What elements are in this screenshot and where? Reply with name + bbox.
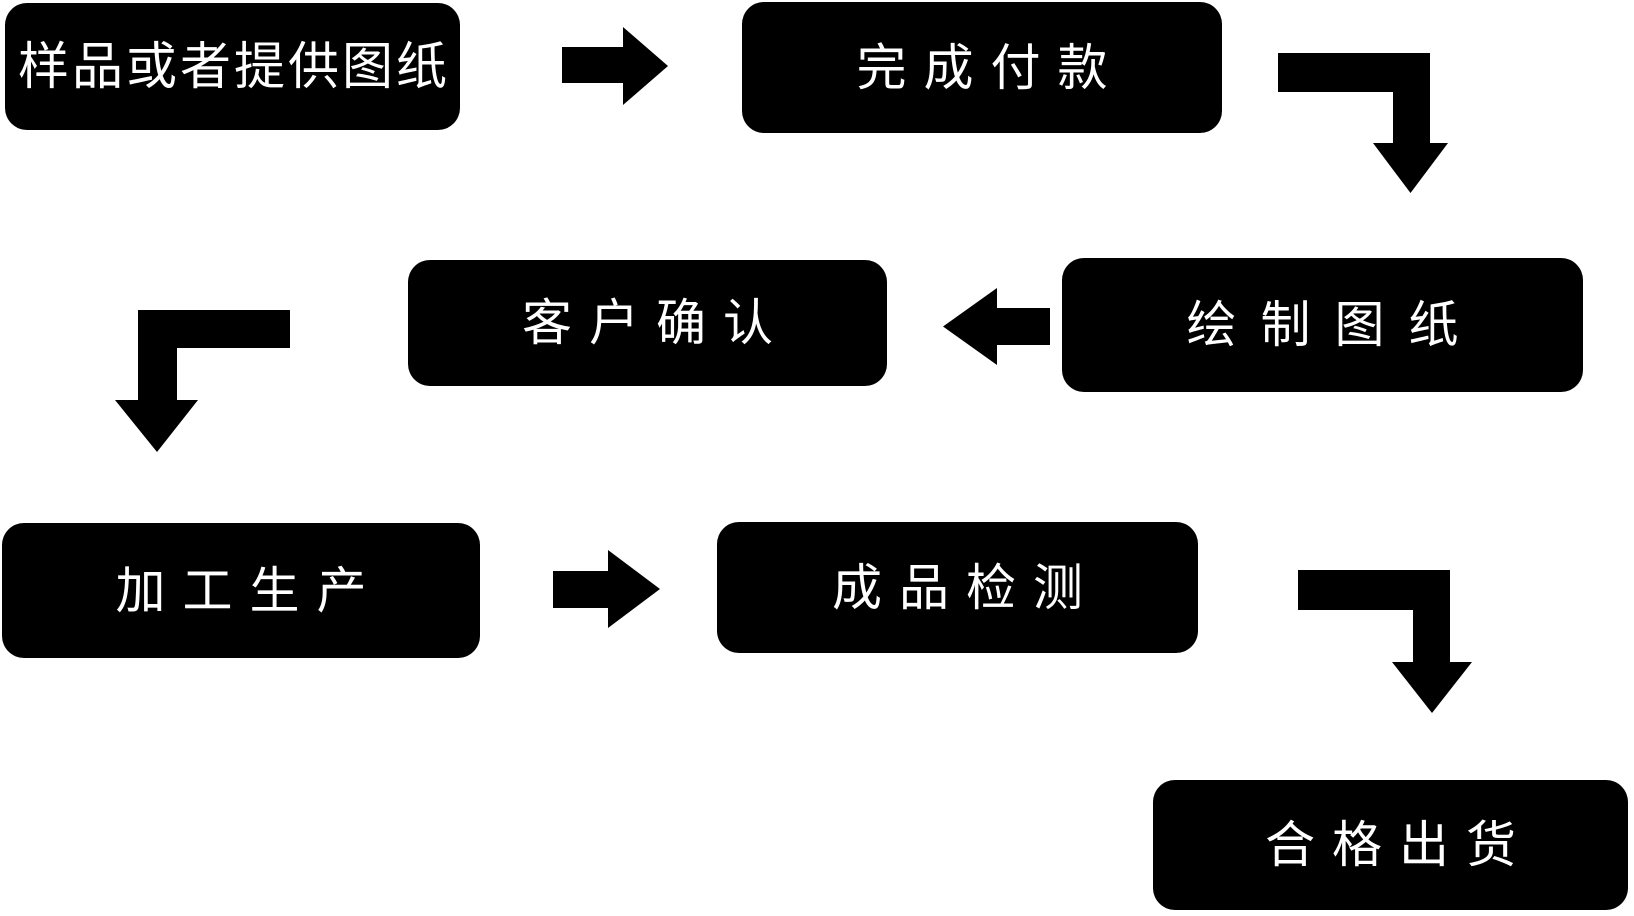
step-label: 加工生产 [115,562,384,619]
step-box-qualified-shipment: 合格出货 [1153,780,1628,910]
step-box-processing-production: 加工生产 [2,523,480,658]
step-label: 样品或者提供图纸 [17,38,450,95]
arrow-elbow-down-right-icon [1278,53,1448,193]
arrow-left-icon [943,288,1050,365]
step-box-customer-confirmation: 客户确认 [408,260,887,386]
arrow-elbow-down-left-icon [115,310,290,452]
arrow-elbow-down-right-icon [1298,570,1472,713]
step-label: 绘制图纸 [1186,297,1483,353]
step-label: 完成付款 [856,39,1125,96]
step-box-finished-product-inspection: 成品检测 [717,522,1198,653]
step-box-draw-drawings: 绘制图纸 [1062,258,1583,392]
step-box-sample-or-drawing: 样品或者提供图纸 [5,3,460,130]
step-label: 合格出货 [1265,817,1533,873]
step-label: 客户确认 [522,295,790,351]
arrow-right-icon [562,27,668,105]
step-label: 成品检测 [832,559,1100,616]
arrow-right-icon [553,550,660,628]
step-box-complete-payment: 完成付款 [742,2,1222,133]
